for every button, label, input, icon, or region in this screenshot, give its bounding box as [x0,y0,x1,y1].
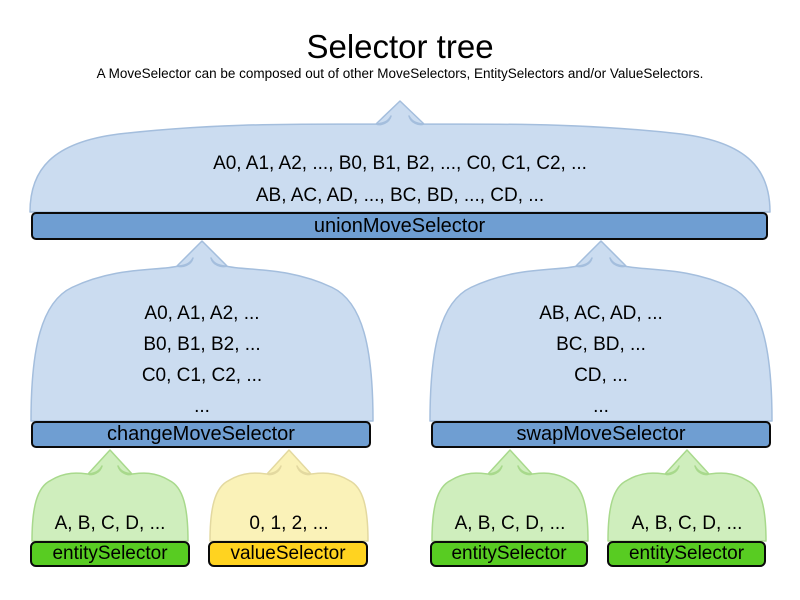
page-title: Selector tree [306,28,494,65]
entity-selector-2-shape [431,449,589,542]
change-move-selector-box: changeMoveSelector [31,421,371,448]
union-move-selector-shape [29,100,771,213]
entity-selector-2-items: A, B, C, D, ... [432,512,588,536]
change-move-selector-shape [30,240,374,422]
change-items-line: A0, A1, A2, ... [144,303,260,324]
entity-selector-3-items: A, B, C, D, ... [608,512,766,536]
change-items-line: C0, C1, C2, ... [141,365,263,386]
entity-selector-1-label: entitySelector [52,543,168,564]
union-move-selector-box: unionMoveSelector [31,212,768,240]
entity-selector-1-items: A, B, C, D, ... [32,512,188,536]
swap-items-line: BC, BD, ... [556,334,646,355]
entity-selector-2-box: entitySelector [430,541,588,567]
union-move-selector-label: unionMoveSelector [313,214,486,237]
union-items-line: A0, A1, A2, ..., B0, B1, B2, ..., C0, C1… [213,153,587,174]
swap-move-selector-items: AB, AC, AD, ... BC, BD, ... CD, ... ... [430,298,772,422]
union-move-selector-items: A0, A1, A2, ..., B0, B1, B2, ..., C0, C1… [30,148,770,212]
swap-items-line: ... [593,396,609,417]
swap-move-selector-shape [429,240,773,422]
entity-selector-3-shape [607,449,767,542]
swap-items-line: CD, ... [574,365,628,386]
change-move-selector-label: changeMoveSelector [107,423,295,445]
value-selector-label: valueSelector [230,543,346,564]
change-items-line: B0, B1, B2, ... [143,334,261,355]
entity-items-line: A, B, C, D, ... [54,513,166,534]
value-items-line: 0, 1, 2, ... [249,513,329,534]
entity-selector-2-label: entitySelector [451,543,567,564]
entity-selector-3-box: entitySelector [607,541,766,567]
swap-items-line: AB, AC, AD, ... [539,303,663,324]
entity-selector-3-label: entitySelector [628,543,745,564]
entity-items-line: A, B, C, D, ... [631,513,743,534]
value-selector-box: valueSelector [208,541,368,567]
entity-items-line: A, B, C, D, ... [454,513,566,534]
swap-move-selector-box: swapMoveSelector [431,421,771,448]
page-subtitle: A MoveSelector can be composed out of ot… [96,66,704,81]
change-move-selector-items: A0, A1, A2, ... B0, B1, B2, ... C0, C1, … [31,298,373,422]
value-selector-items: 0, 1, 2, ... [210,512,368,536]
union-items-line: AB, AC, AD, ..., BC, BD, ..., CD, ... [255,185,545,206]
value-selector-shape [209,449,369,542]
entity-selector-1-box: entitySelector [30,541,190,567]
change-items-line: ... [194,396,210,417]
swap-move-selector-label: swapMoveSelector [516,423,686,445]
entity-selector-1-shape [31,449,189,542]
